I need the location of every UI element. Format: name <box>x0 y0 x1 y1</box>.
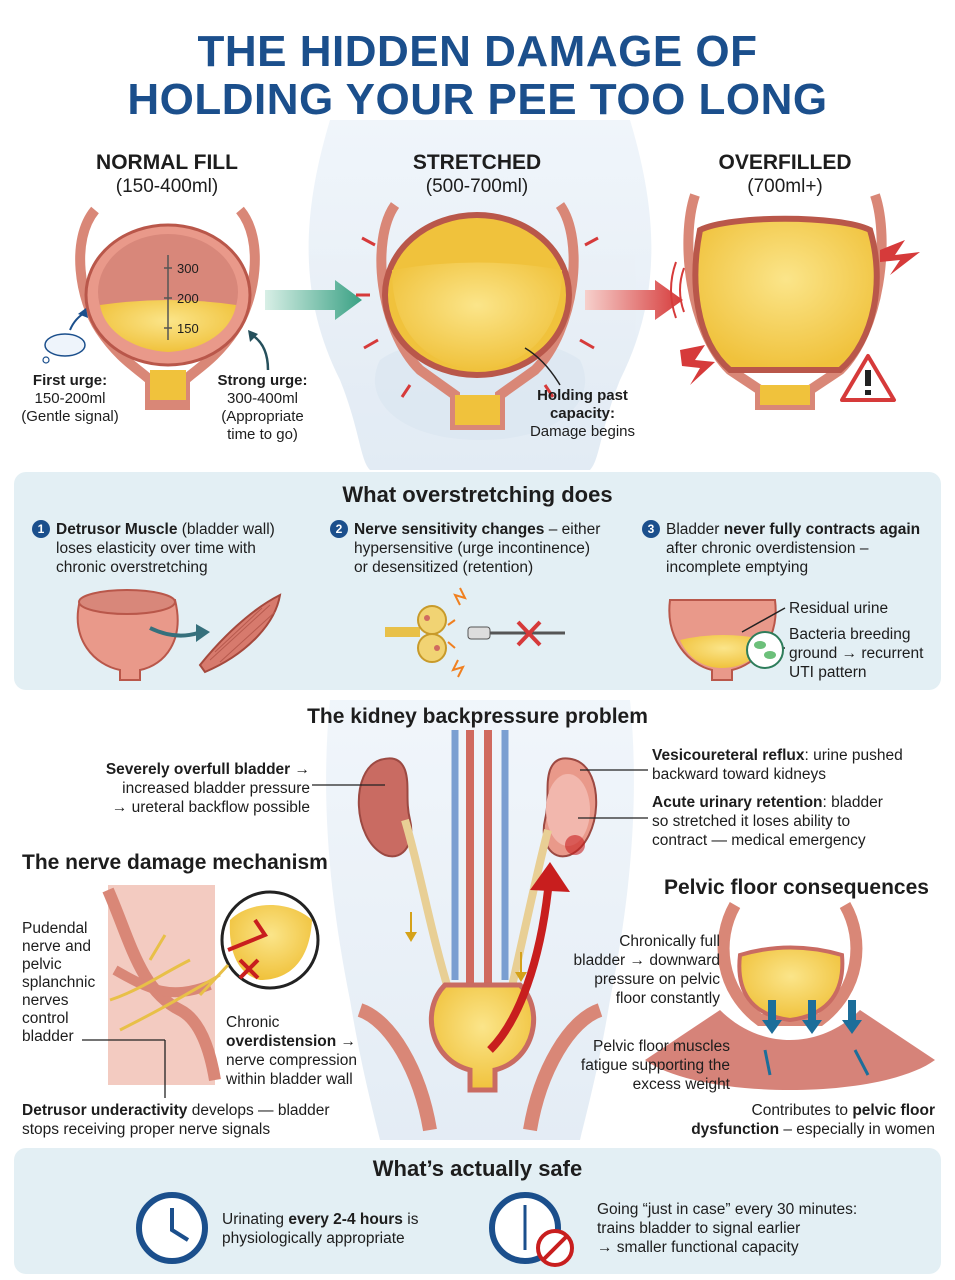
overstretch-title: What overstretching does <box>342 482 613 507</box>
safe-left-note: Urinating every 2-4 hours is physiologic… <box>222 1211 419 1247</box>
kidney-left-note: Severely overfull bladder → increased bl… <box>105 761 310 816</box>
pelvic-note-1: Chronically full bladder → downward pres… <box>573 933 720 1007</box>
bladder-normal <box>75 206 260 410</box>
chronic-note: Chronic overdistension → nerve compressi… <box>226 1014 357 1088</box>
page-title: THE HIDDEN DAMAGE OF HOLDING YOUR PEE TO… <box>0 28 955 124</box>
detrusor-illustration <box>76 589 282 681</box>
strong-urge-arrow <box>251 333 270 371</box>
safe-title: What’s actually safe <box>372 1156 583 1181</box>
first-urge-label: First urge: 150-200ml (Gentle signal) <box>21 372 119 425</box>
progress-arrow-red <box>585 280 683 320</box>
nerve-illustration <box>385 587 565 678</box>
scale-mark-200: 200 <box>177 291 199 306</box>
progress-arrow-green <box>265 280 362 320</box>
clock-warning-icon <box>489 1192 574 1267</box>
pudendal-note: Pudendal nerve and pelvic splanchnic ner… <box>22 920 96 1045</box>
residual-urine-label: Residual urine <box>789 600 889 617</box>
pelvic-note-2: Pelvic floor muscles fatigue supporting … <box>580 1038 730 1093</box>
stage-stretched-title: STRETCHED <box>412 151 542 174</box>
stage-stretched-range: (500-700ml) <box>425 176 529 197</box>
reflux-note: Vesicoureteral reflux: urine pushed back… <box>652 747 903 783</box>
stage-overfilled-title: OVERFILLED <box>718 151 852 174</box>
kidney-title: The kidney backpressure problem <box>307 705 648 728</box>
warning-icon <box>840 354 896 402</box>
pelvic-floor-illustration <box>645 902 935 1090</box>
residual-urine-illustration <box>668 599 786 681</box>
holding-capacity-label: Holding past capacity: Damage begins <box>529 387 636 440</box>
nerve-title: The nerve damage mechanism <box>22 851 328 874</box>
kidney-system <box>357 730 603 1132</box>
retention-note: Acute urinary retention: bladder so stre… <box>652 794 883 849</box>
safe-right-note: Going “just in case” every 30 minutes: t… <box>597 1201 858 1256</box>
scale-mark-150: 150 <box>177 321 199 336</box>
pelvic-title: Pelvic floor consequences <box>664 876 929 899</box>
scale-mark-300: 300 <box>177 261 199 276</box>
bacteria-label: Bacteria breeding ground → recurrent UTI… <box>789 626 924 681</box>
stage-normal-title: NORMAL FILL <box>96 151 238 174</box>
number-badge-3: 3 <box>642 520 660 538</box>
number-badge-2: 2 <box>330 520 348 538</box>
holding-arrow <box>524 347 561 386</box>
bladder-stretched <box>356 202 602 430</box>
number-badge-1: 1 <box>32 520 50 538</box>
stage-overfilled-range: (700ml+) <box>747 176 823 197</box>
clock-icon <box>136 1192 208 1264</box>
stage-normal-range: (150-400ml) <box>115 176 219 197</box>
pelvic-note-3: Contributes to pelvic floor dysfunction … <box>691 1102 935 1138</box>
thought-cloud-icon <box>42 308 88 364</box>
title-line-1: THE HIDDEN DAMAGE OF <box>197 27 758 76</box>
nerve-damage-illustration <box>102 885 320 1085</box>
strong-urge-label: Strong urge: 300-400ml (Appropriate time… <box>217 372 308 443</box>
bladder-overfilled <box>670 193 920 410</box>
title-line-2: HOLDING YOUR PEE TOO LONG <box>127 75 828 124</box>
underactivity-note: Detrusor underactivity develops — bladde… <box>22 1102 330 1138</box>
